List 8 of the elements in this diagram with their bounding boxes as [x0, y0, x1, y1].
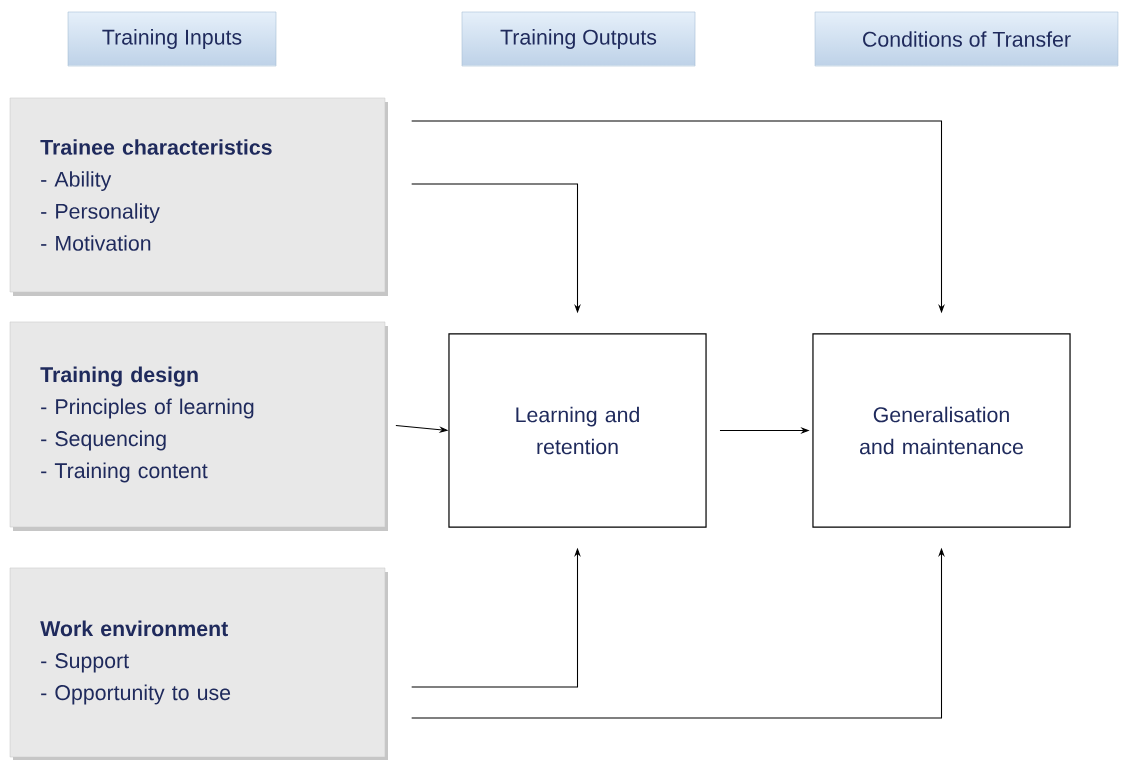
outcome-box: Learning and retention	[448, 333, 707, 528]
input-box: Work environment - Support - Opportunity to use	[9, 567, 386, 758]
input-box: Training design - Principles of learning - Sequencing - Training content	[9, 321, 386, 528]
input-box: Trainee characteristics - Ability - Personality - Motivation	[9, 97, 386, 293]
outcome-box: Generalisation and maintenance	[812, 333, 1071, 528]
column-header: Training Outputs	[461, 11, 696, 67]
column-header: Training Inputs	[67, 11, 277, 67]
column-header: Conditions of Transfer	[814, 11, 1119, 67]
